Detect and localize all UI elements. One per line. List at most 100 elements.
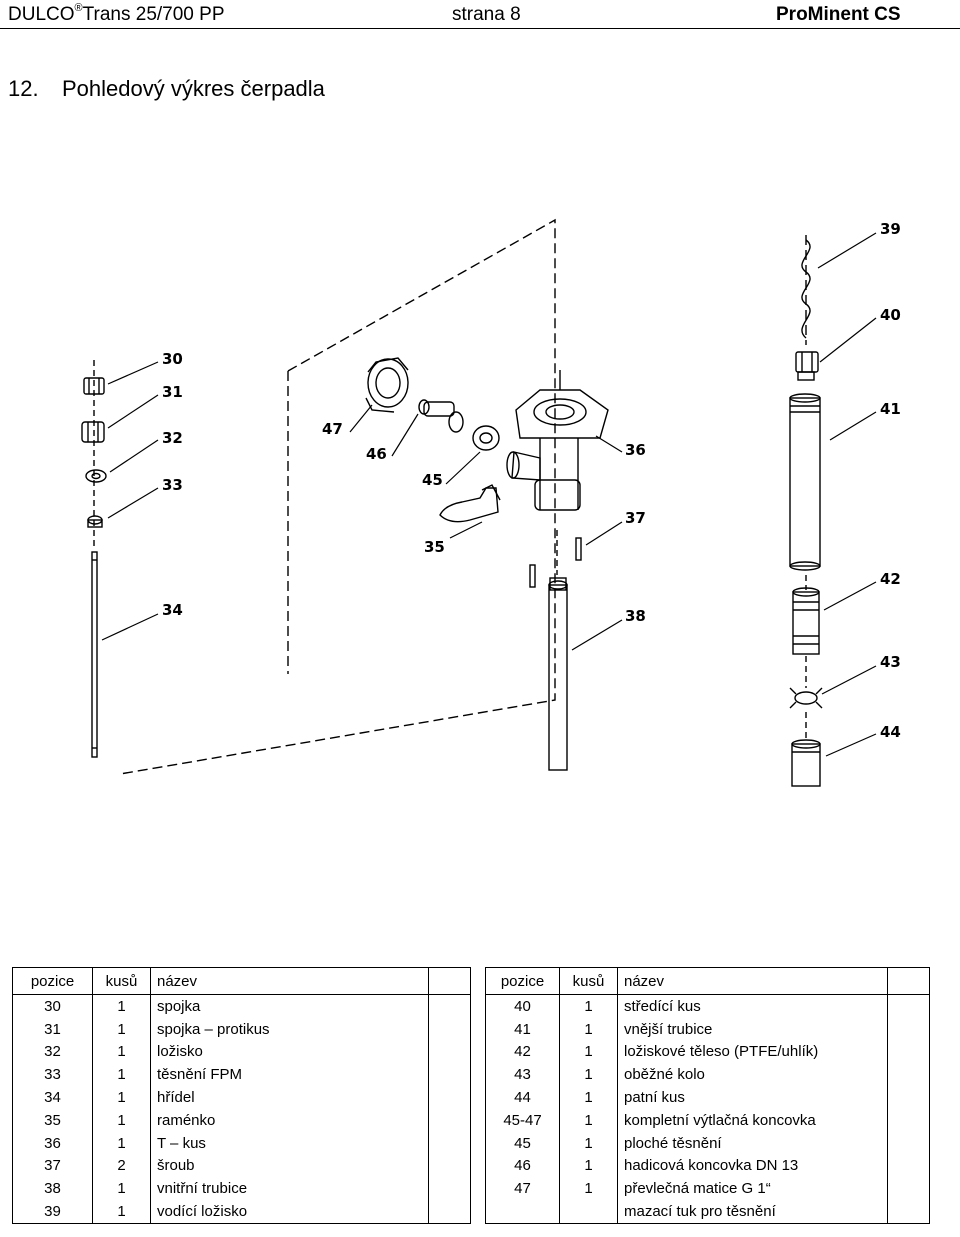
callout-38: 38 <box>625 607 646 625</box>
product-model: Trans 25/700 PP <box>82 4 225 25</box>
cell-position: 39 <box>12 1200 93 1224</box>
callout-34: 34 <box>162 601 183 619</box>
cell-name: vnitřní trubice <box>150 1177 429 1201</box>
cell-empty <box>428 1108 471 1132</box>
cell-quantity: 1 <box>559 1086 618 1109</box>
callout-30: 30 <box>162 350 183 368</box>
cell-position: 36 <box>12 1131 93 1155</box>
cell-name: spojka <box>150 994 429 1018</box>
callout-47: 47 <box>322 420 343 438</box>
part-31-coupling-counterpart <box>81 421 105 443</box>
cell-quantity: 1 <box>92 1131 151 1155</box>
part-42-bearing-housing <box>792 587 820 655</box>
cell-quantity: 1 <box>92 1086 151 1109</box>
cell-position: 43 <box>485 1063 560 1087</box>
cell-position: 45 <box>485 1131 560 1155</box>
cell-quantity: 1 <box>92 1017 151 1041</box>
part-46-hose-connector <box>418 399 464 433</box>
callout-33: 33 <box>162 476 183 494</box>
callout-32: 32 <box>162 429 183 447</box>
cell-name: šroub <box>150 1154 429 1178</box>
header-name: název <box>617 967 888 995</box>
callout-41: 41 <box>880 400 901 418</box>
cell-position: 31 <box>12 1017 93 1041</box>
cell-name: převlečná matice G 1“ <box>617 1177 888 1201</box>
part-38-inner-tube <box>548 577 568 771</box>
part-43-impeller <box>789 687 823 709</box>
table-row: mazací tuk pro těsnění <box>485 1200 930 1224</box>
cell-position: 38 <box>12 1177 93 1201</box>
cell-empty <box>428 1177 471 1201</box>
page-number: strana 8 <box>452 4 521 25</box>
header-name: název <box>150 967 429 995</box>
cell-name: hadicová koncovka DN 13 <box>617 1154 888 1178</box>
header-position: pozice <box>12 967 93 995</box>
callout-45: 45 <box>422 471 443 489</box>
cell-position: 47 <box>485 1177 560 1201</box>
cell-name: ložiskové těleso (PTFE/uhlík) <box>617 1040 888 1064</box>
cell-name: těsnění FPM <box>150 1063 429 1087</box>
part-40-centering-piece <box>795 351 819 381</box>
brand-name: ProMinent CS <box>776 4 901 25</box>
cell-empty <box>428 1017 471 1041</box>
cell-quantity: 1 <box>559 1063 618 1087</box>
table-header-row: pozice kusů název <box>485 967 930 995</box>
cell-quantity: 1 <box>559 1131 618 1155</box>
leader-lines <box>101 232 877 757</box>
cell-name: mazací tuk pro těsnění <box>617 1200 888 1224</box>
cell-empty <box>887 1131 930 1155</box>
part-35-arm <box>439 484 501 523</box>
part-45-flat-seal <box>472 425 500 451</box>
header-empty <box>887 967 930 995</box>
header-quantity: kusů <box>559 967 618 995</box>
part-44-foot-piece <box>791 739 821 787</box>
cell-empty <box>428 1154 471 1178</box>
cell-position: 44 <box>485 1086 560 1109</box>
cell-position: 40 <box>485 994 560 1018</box>
cell-name: spojka – protikus <box>150 1017 429 1041</box>
cell-empty <box>887 1177 930 1201</box>
cell-position: 35 <box>12 1108 93 1132</box>
callout-31: 31 <box>162 383 183 401</box>
cell-quantity: 1 <box>559 1040 618 1064</box>
cell-quantity: 1 <box>92 1108 151 1132</box>
part-34-shaft <box>91 551 98 758</box>
table-header-row: pozice kusů název <box>12 967 471 995</box>
cell-empty <box>428 1040 471 1064</box>
page-header: DULCO®Trans 25/700 PP strana 8 ProMinent… <box>0 0 960 29</box>
callout-37: 37 <box>625 509 646 527</box>
cell-name: vodící ložisko <box>150 1200 429 1224</box>
callout-36: 36 <box>625 441 646 459</box>
cell-quantity: 1 <box>559 1017 618 1041</box>
callout-40: 40 <box>880 306 901 324</box>
cell-name: ploché těsnění <box>617 1131 888 1155</box>
cell-name: ložisko <box>150 1040 429 1064</box>
part-37-screws <box>529 537 582 588</box>
cell-position: 45-47 <box>485 1108 560 1132</box>
header-position: pozice <box>485 967 560 995</box>
cell-quantity: 1 <box>92 1177 151 1201</box>
header-quantity: kusů <box>92 967 151 995</box>
assembly-frame <box>119 218 556 775</box>
callout-43: 43 <box>880 653 901 671</box>
cell-quantity: 1 <box>92 994 151 1018</box>
cell-empty <box>428 1200 471 1224</box>
exploded-pump-drawing: 30 31 32 33 34 35 36 37 38 39 40 41 42 4… <box>81 218 901 787</box>
cell-position: 46 <box>485 1154 560 1178</box>
cell-empty <box>887 1200 930 1224</box>
cell-quantity: 2 <box>92 1154 151 1178</box>
cell-empty <box>887 994 930 1018</box>
